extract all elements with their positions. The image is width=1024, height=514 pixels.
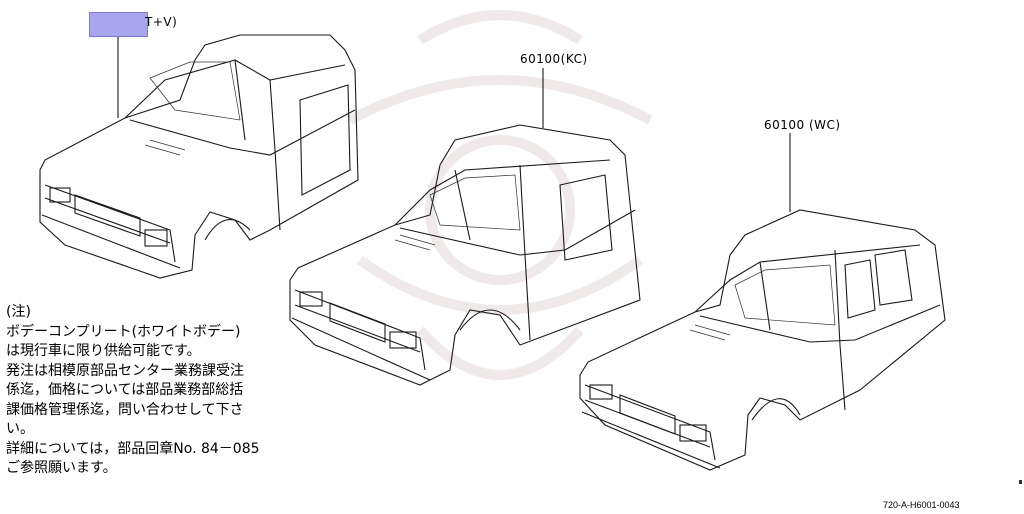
truck-body-single-cab — [39, 34, 359, 279]
callout-truck-a: T+V) — [145, 15, 178, 29]
notes-line: は現行車に限り供給可能です。 — [6, 343, 201, 359]
callout-truck-b: 60100(KC) — [520, 52, 588, 66]
truck-body-king-cab — [289, 124, 641, 386]
notes-line: 詳細については，部品回章No. 84－085 — [6, 440, 260, 457]
notes-block: (注) ボデーコンプリート(ホワイトボデー) は現行車に限り供給可能です。 発注… — [6, 303, 260, 479]
callout-truck-c: 60100 (WC) — [764, 118, 841, 132]
watermark-emblem — [347, 10, 653, 380]
notes-line: い。 — [6, 421, 34, 437]
truck-body-wagon — [579, 209, 946, 471]
edge-mark — [1019, 480, 1022, 484]
redaction-box — [89, 12, 148, 37]
reference-code: 720-A-H6001-0043 — [883, 500, 960, 510]
leader-lines — [117, 36, 791, 212]
notes-line: 係迄，価格については部品業務部総括 — [6, 382, 244, 398]
notes-line: 課価格管理係迄，問い合わせして下さ — [6, 401, 244, 418]
notes-line: ボデーコンプリート(ホワイトボデー) — [6, 323, 241, 340]
notes-line: 発注は相模原部品センター業務課受注 — [6, 362, 244, 379]
notes-heading: (注) — [6, 304, 31, 320]
notes-line: ご参照願います。 — [6, 460, 117, 476]
